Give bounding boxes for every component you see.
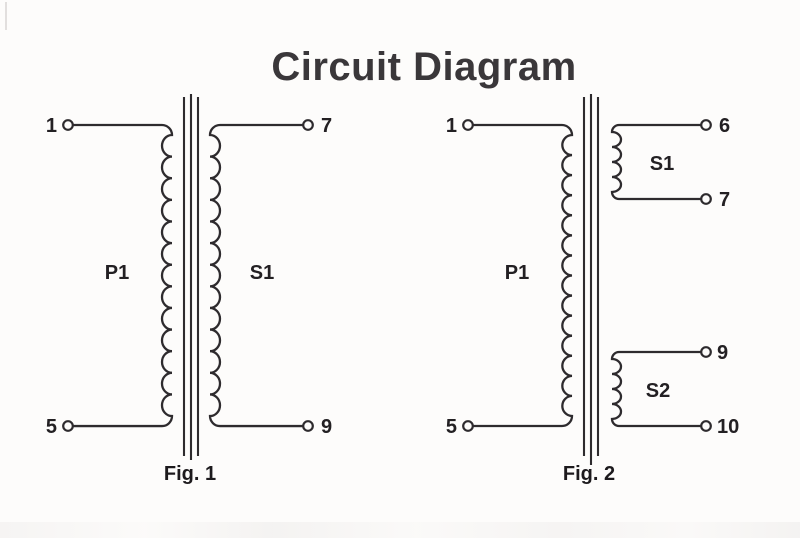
scan-artifact-bottom <box>0 522 800 538</box>
fig1-pin-9: 9 <box>321 416 332 438</box>
fig2-primary-winding <box>471 123 574 428</box>
fig2-terminal-9-circle <box>700 346 712 358</box>
fig1-terminal-7-circle <box>302 119 314 131</box>
fig1-terminal-9-circle <box>302 420 314 432</box>
fig1-primary-winding <box>71 123 174 428</box>
fig2-caption: Fig. 2 <box>563 463 615 485</box>
fig1-pin-1: 1 <box>46 115 57 137</box>
fig2-pin-10: 10 <box>717 416 739 438</box>
fig2-secondary2-winding <box>610 350 703 428</box>
fig2-secondary2-label: S2 <box>646 380 670 402</box>
fig2-terminal-7-circle <box>700 193 712 205</box>
fig2-pin-9: 9 <box>717 342 728 364</box>
fig2-pin-5: 5 <box>446 416 457 438</box>
fig1-primary-label: P1 <box>105 262 129 284</box>
fig2-primary-label: P1 <box>505 262 529 284</box>
fig2-pin-6: 6 <box>719 115 730 137</box>
fig2-transformer: 1 5 6 7 9 10 P1 S1 S2 Fig. 2 <box>446 94 739 485</box>
fig1-transformer: 1 5 7 9 P1 S1 Fig. 1 <box>46 94 332 485</box>
fig1-caption: Fig. 1 <box>164 463 216 485</box>
fig2-terminal-6-circle <box>700 119 712 131</box>
fig2-terminal-5-circle <box>462 420 474 432</box>
scan-artifact-left <box>5 2 7 30</box>
fig2-secondary1-label: S1 <box>650 153 674 175</box>
fig2-terminal-1-circle <box>462 119 474 131</box>
fig2-terminal-10-circle <box>700 420 712 432</box>
fig1-secondary-winding <box>208 123 305 428</box>
fig1-secondary-label: S1 <box>250 262 274 284</box>
fig2-pin-1: 1 <box>446 115 457 137</box>
fig1-terminal-1-circle <box>62 119 74 131</box>
fig1-core <box>182 94 200 460</box>
fig1-pin-5: 5 <box>46 416 57 438</box>
fig1-pin-7: 7 <box>321 115 332 137</box>
fig1-terminal-5-circle <box>62 420 74 432</box>
fig2-pin-7: 7 <box>719 189 730 211</box>
fig2-core <box>582 94 600 465</box>
fig2-secondary1-winding <box>610 123 703 201</box>
page-title: Circuit Diagram <box>271 45 576 89</box>
